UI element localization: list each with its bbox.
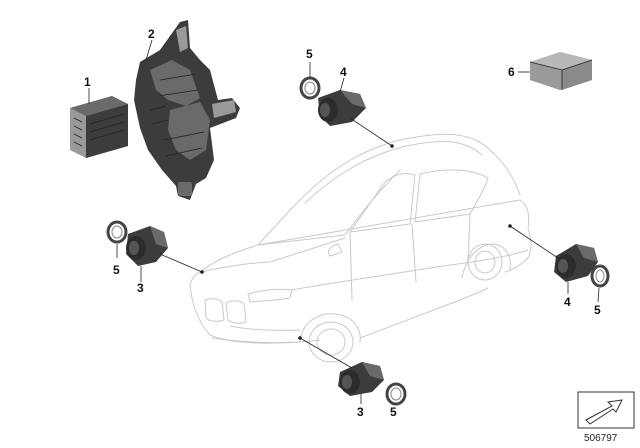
callout-3-bottom: 3: [357, 405, 364, 419]
callout-1: 1: [84, 75, 91, 89]
callout-4-top: 4: [340, 65, 347, 79]
callout-labels: 1 2 5 4 6 5 3 3 5 4 5: [84, 27, 601, 419]
callout-4-right: 4: [564, 295, 571, 309]
callout-5-bottom: 5: [390, 405, 397, 419]
callout-5-top: 5: [306, 47, 313, 61]
leader-lines: [88, 39, 600, 405]
sensor-top-part-4: [318, 90, 366, 126]
ring-top-part-5: [299, 76, 321, 100]
arrow-icon: [585, 399, 623, 425]
sensor-bottom-part-3: [338, 362, 384, 396]
callout-2: 2: [148, 27, 155, 41]
sensor-right-part-4: [554, 244, 598, 282]
callout-3-left: 3: [137, 281, 144, 295]
callout-6: 6: [508, 65, 515, 79]
ring-bottom-part-5: [385, 382, 407, 406]
callout-5-right: 5: [594, 303, 601, 317]
bracket-part-2: [134, 20, 240, 200]
block-part-6: [529, 52, 593, 90]
callout-5-left: 5: [113, 263, 120, 277]
reference-number: 506797: [584, 433, 618, 444]
reference-badge: 506797: [577, 391, 635, 444]
ring-right-part-5: [590, 264, 610, 288]
car-outline: [189, 133, 532, 363]
sensor-left-part-3: [126, 226, 168, 266]
control-unit-part-1: [70, 96, 128, 158]
ring-left-part-5: [106, 220, 128, 244]
